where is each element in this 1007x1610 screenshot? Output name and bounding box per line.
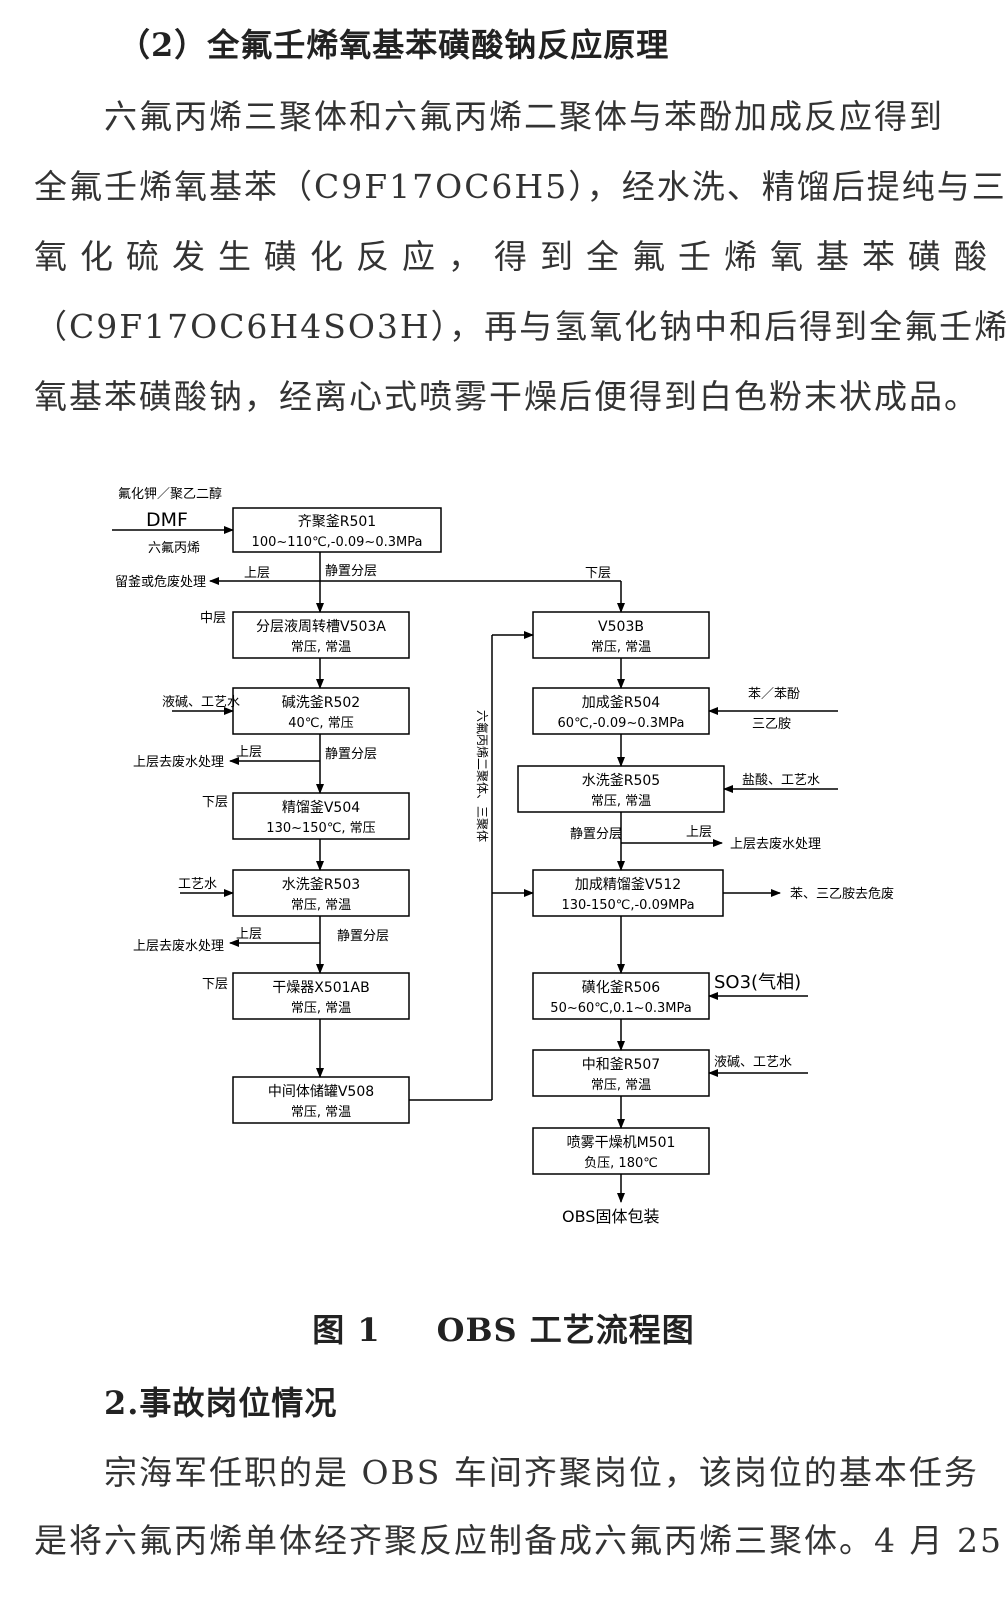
label-feed-hfp: 六氟丙烯 — [148, 541, 200, 556]
figure-title: OBS 工艺流程图 — [436, 1311, 695, 1349]
label-r502-settle: 静置分层 — [325, 747, 377, 762]
label-product: OBS固体包装 — [562, 1207, 659, 1226]
label-v504-lower: 下层 — [202, 795, 228, 810]
label-r505-feed: 盐酸、工艺水 — [742, 773, 820, 788]
box-x501ab: 干燥器X501AB 常压, 常温 — [232, 972, 410, 1020]
label-v512-out: 苯、三乙胺去危废 — [790, 886, 894, 902]
svg-text:常压, 常温: 常压, 常温 — [591, 794, 651, 809]
svg-text:常压, 常温: 常压, 常温 — [291, 640, 351, 655]
svg-text:常压, 常温: 常压, 常温 — [291, 1001, 351, 1016]
svg-text:50~60℃,0.1~0.3MPa: 50~60℃,0.1~0.3MPa — [550, 1001, 691, 1016]
svg-text:常压, 常温: 常压, 常温 — [291, 898, 351, 913]
label-r501-upper-dest: 留釜或危废处理 — [115, 574, 206, 590]
svg-text:水洗釜R505: 水洗釜R505 — [582, 773, 660, 789]
section-heading: （2）全氟壬烯氧基苯磺酸钠反应原理 — [118, 26, 670, 64]
label-r504-feed-b: 三乙胺 — [752, 717, 791, 732]
figure-number: 图 1 — [312, 1311, 381, 1349]
label-r506-feed: SO3(气相) — [714, 972, 801, 993]
paragraph-line: 氧基苯磺酸钠，经离心式喷雾干燥后便得到白色粉末状成品。 — [34, 377, 979, 416]
svg-text:100~110℃,-0.09~0.3MPa: 100~110℃,-0.09~0.3MPa — [252, 535, 423, 550]
label-feed-dmf: DMF — [146, 509, 188, 531]
label-v503a-middle: 中层 — [200, 611, 226, 626]
flow-lines-left — [112, 526, 625, 1101]
box-r501: 齐聚釜R501 100~110℃,-0.09~0.3MPa — [232, 507, 442, 553]
box-r502: 碱洗釜R502 40℃, 常压 — [232, 687, 410, 735]
box-r507: 中和釜R507 常压, 常温 — [532, 1049, 710, 1097]
svg-text:常压, 常温: 常压, 常温 — [591, 1078, 651, 1093]
svg-text:130~150℃, 常压: 130~150℃, 常压 — [266, 821, 375, 836]
label-r505-settle: 静置分层 — [570, 827, 622, 842]
label-r503-settle: 静置分层 — [337, 929, 389, 944]
svg-text:水洗釜R503: 水洗釜R503 — [282, 877, 360, 893]
flow-lines-right — [617, 658, 838, 1203]
box-v504: 精馏釜V504 130~150℃, 常压 — [232, 792, 410, 840]
svg-text:分层液周转槽V503A: 分层液周转槽V503A — [256, 619, 386, 635]
svg-text:130-150℃,-0.09MPa: 130-150℃,-0.09MPa — [561, 898, 694, 913]
label-r505-upper: 上层 — [686, 825, 712, 840]
label-r503-upper-dest: 上层去废水处理 — [133, 938, 224, 954]
label-r505-upper-dest: 上层去废水处理 — [730, 836, 821, 852]
section2-heading: 2.事故岗位情况 — [104, 1384, 338, 1422]
svg-text:常压, 常温: 常压, 常温 — [591, 640, 651, 655]
label-return-dimer-trimer: 六氟丙烯二聚体、三聚体 — [475, 710, 489, 842]
obs-process-flow-diagram: 齐聚釜R501 100~110℃,-0.09~0.3MPa 分层液周转槽V503… — [112, 486, 894, 1226]
box-v503a: 分层液周转槽V503A 常压, 常温 — [232, 611, 410, 659]
svg-text:60℃,-0.09~0.3MPa: 60℃,-0.09~0.3MPa — [558, 716, 685, 731]
svg-text:40℃, 常压: 40℃, 常压 — [288, 716, 353, 731]
svg-text:干燥器X501AB: 干燥器X501AB — [272, 980, 370, 996]
box-r505: 水洗釜R505 常压, 常温 — [517, 765, 725, 813]
box-m501: 喷雾干燥机M501 负压, 180℃ — [532, 1127, 710, 1175]
svg-text:磺化釜R506: 磺化釜R506 — [582, 980, 661, 996]
figure-caption: 图 1 OBS 工艺流程图 — [0, 1305, 1007, 1351]
paragraph-line: 六氟丙烯三聚体和六氟丙烯二聚体与苯酚加成反应得到 — [104, 97, 944, 136]
box-r506: 磺化釜R506 50~60℃,0.1~0.3MPa — [532, 972, 710, 1020]
paragraph-line: 氧化硫发生磺化反应，得到全氟壬烯氧基苯磺酸 — [34, 237, 1000, 276]
label-r503-feed: 工艺水 — [178, 877, 217, 892]
svg-text:碱洗釜R502: 碱洗釜R502 — [282, 695, 360, 711]
label-r502-upper: 上层 — [236, 745, 262, 760]
svg-text:喷雾干燥机M501: 喷雾干燥机M501 — [567, 1135, 676, 1151]
svg-text:中间体储罐V508: 中间体储罐V508 — [268, 1084, 374, 1100]
svg-text:精馏釜V504: 精馏釜V504 — [282, 800, 360, 816]
svg-text:加成釜R504: 加成釜R504 — [582, 695, 661, 711]
label-r502-feed: 液碱、工艺水 — [162, 695, 240, 710]
label-feed-kf-peg: 氟化钾／聚乙二醇 — [118, 486, 222, 502]
svg-text:加成精馏釜V512: 加成精馏釜V512 — [575, 877, 681, 893]
box-v508: 中间体储罐V508 常压, 常温 — [232, 1076, 410, 1124]
box-v503b: V503B 常压, 常温 — [532, 611, 710, 659]
paragraph-line: 全氟壬烯氧基苯（C9F17OC6H5），经水洗、精馏后提纯与三 — [34, 167, 1007, 206]
flow-labels: 氟化钾／聚乙二醇 DMF 六氟丙烯 上层 留釜或危废处理 静置分层 下层 中层 … — [115, 486, 894, 1226]
svg-text:中和釜R507: 中和釜R507 — [582, 1057, 660, 1073]
label-r507-feed: 液碱、工艺水 — [714, 1055, 792, 1070]
paragraph-line: 是将六氟丙烯单体经齐聚反应制备成六氟丙烯三聚体。4 月 25 — [34, 1521, 1003, 1560]
label-r501-lower: 下层 — [585, 566, 611, 581]
svg-text:常压, 常温: 常压, 常温 — [291, 1105, 351, 1120]
label-r502-upper-dest: 上层去废水处理 — [133, 754, 224, 770]
box-r503: 水洗釜R503 常压, 常温 — [232, 869, 410, 917]
label-r501-settle: 静置分层 — [325, 564, 377, 579]
box-r504: 加成釜R504 60℃,-0.09~0.3MPa — [532, 687, 710, 735]
label-r504-feed-a: 苯／苯酚 — [748, 687, 800, 702]
svg-text:V503B: V503B — [598, 619, 644, 635]
label-x501-lower: 下层 — [202, 977, 228, 992]
svg-text:齐聚釜R501: 齐聚釜R501 — [298, 514, 376, 530]
label-r501-upper: 上层 — [244, 566, 270, 581]
box-v512: 加成精馏釜V512 130-150℃,-0.09MPa — [532, 869, 724, 917]
paragraph-line: （C9F17OC6H4SO3H），再与氢氧化钠中和后得到全氟壬烯 — [34, 307, 1007, 346]
label-r503-upper: 上层 — [236, 927, 262, 942]
paragraph-line: 宗海军任职的是 OBS 车间齐聚岗位，该岗位的基本任务 — [104, 1453, 979, 1492]
svg-text:负压, 180℃: 负压, 180℃ — [584, 1156, 658, 1171]
